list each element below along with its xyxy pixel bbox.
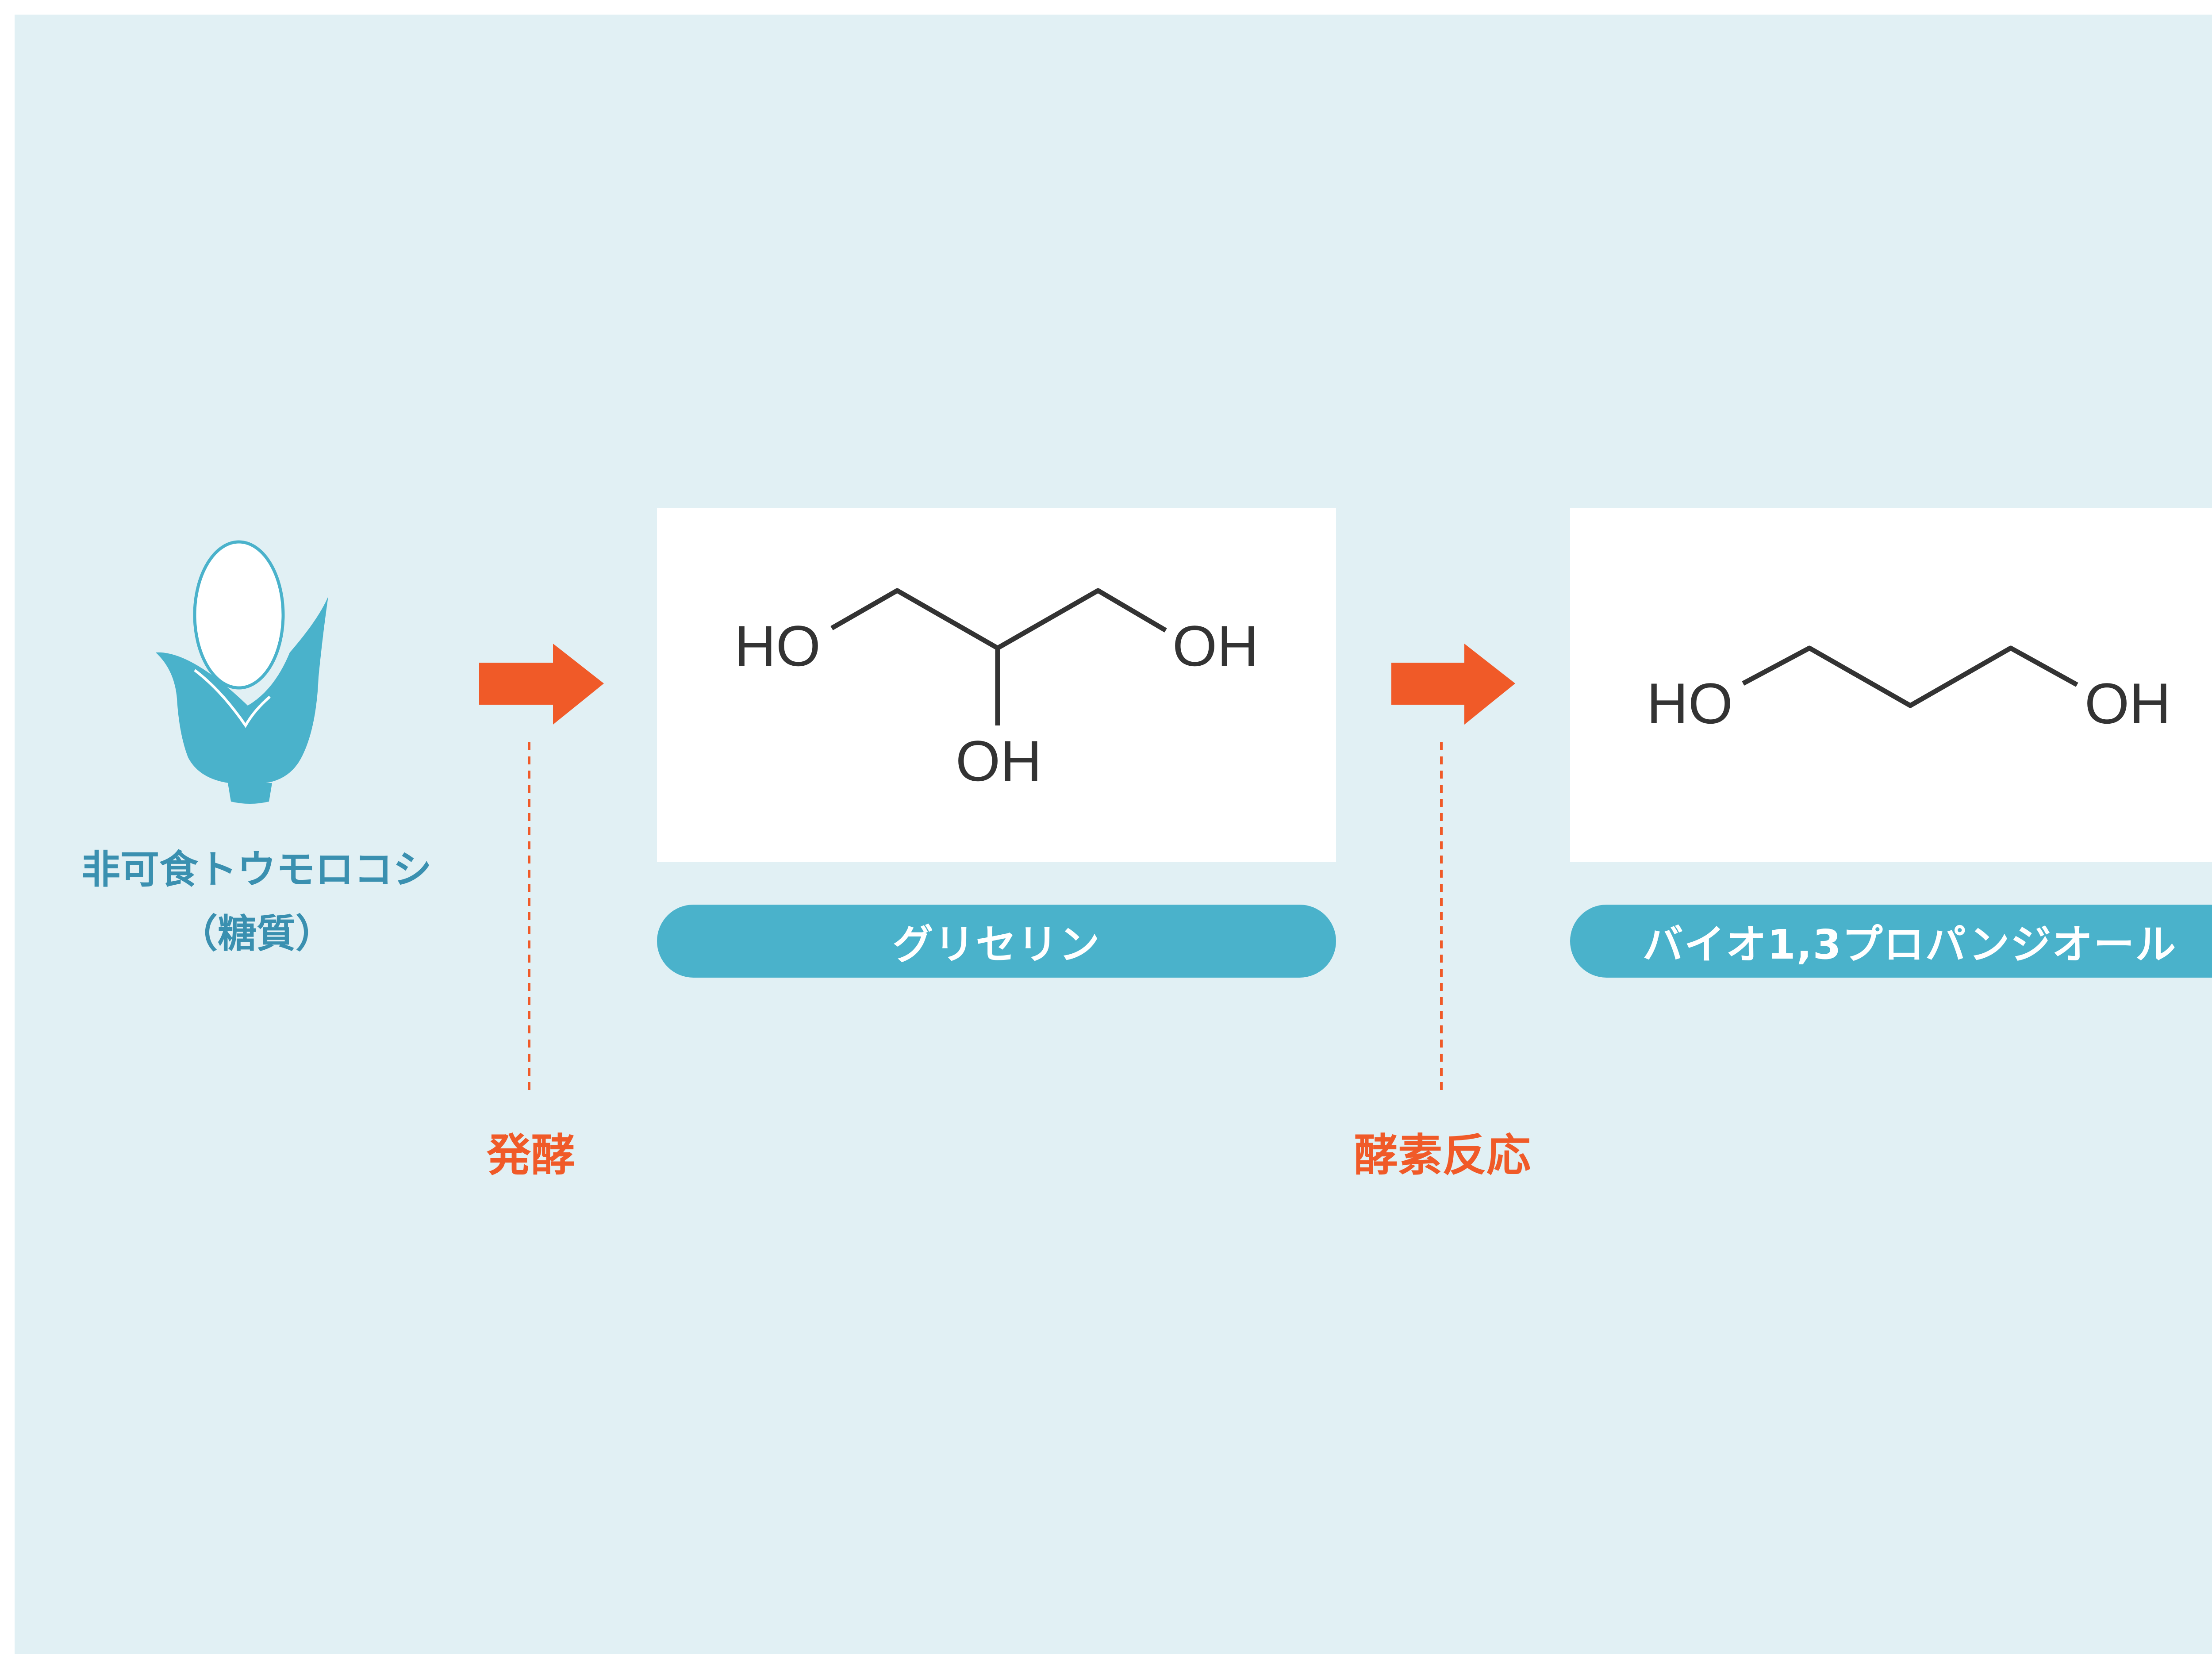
atom-label: OH	[2085, 671, 2171, 736]
source-name-label: 非可食トウモロコシ	[81, 847, 432, 892]
glycerin-name-pill: グリセリン	[657, 905, 1336, 978]
arrow-right-icon	[1391, 644, 1515, 725]
source-sub-label: （糖質）	[178, 911, 334, 956]
glycerin-structure: HO OH OH	[734, 588, 1259, 793]
propanediol-structure: HO OH	[1647, 645, 2171, 736]
step-label-enzyme-reaction: 酵素反応	[1354, 1129, 1531, 1181]
atom-label: HO	[1647, 671, 1733, 736]
atom-label: OH	[1172, 614, 1259, 678]
corn-icon	[156, 540, 328, 804]
propanediol-structure-box	[1570, 508, 2212, 862]
atom-label: HO	[734, 614, 821, 678]
propanediol-name-pill: バイオ1,3プロパンジオール	[1570, 905, 2212, 978]
atom-label: OH	[956, 729, 1042, 793]
arrow-right-icon	[479, 644, 604, 725]
step-label-fermentation: 発酵	[487, 1129, 575, 1181]
